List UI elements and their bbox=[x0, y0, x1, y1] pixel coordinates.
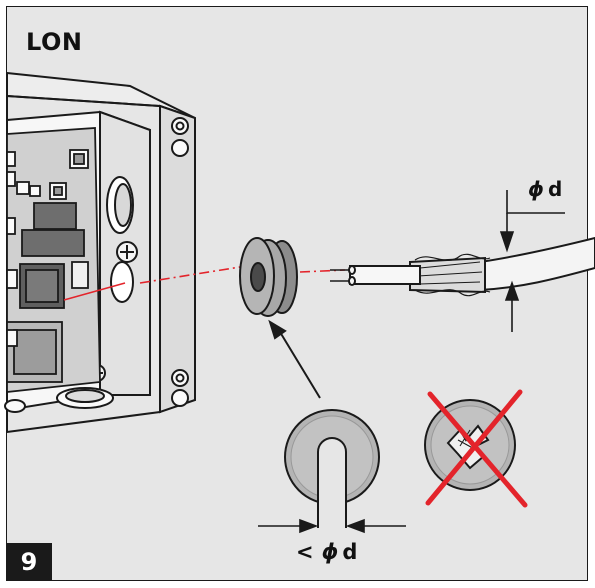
wall-openings bbox=[4, 176, 138, 413]
page-title: LON bbox=[26, 28, 83, 56]
cable bbox=[330, 236, 595, 297]
alignment-line bbox=[63, 266, 346, 301]
hole-diameter-dimension bbox=[258, 518, 406, 534]
step-number-badge: 9 bbox=[6, 543, 52, 581]
circuit-board bbox=[6, 127, 101, 394]
step-number: 9 bbox=[20, 548, 38, 576]
hole-diameter-symbol: ϕ bbox=[322, 540, 339, 564]
diameter-var: d bbox=[548, 177, 562, 201]
correct-grommet bbox=[284, 409, 380, 528]
hole-diameter-var: d bbox=[342, 540, 357, 564]
grommet bbox=[239, 237, 298, 317]
diameter-symbol: ϕ bbox=[528, 177, 544, 201]
wrong-cross-icon bbox=[425, 389, 528, 508]
less-than-symbol: < bbox=[296, 540, 314, 564]
pointer-arrow bbox=[268, 319, 321, 399]
cable-diameter-dimension bbox=[499, 190, 565, 332]
